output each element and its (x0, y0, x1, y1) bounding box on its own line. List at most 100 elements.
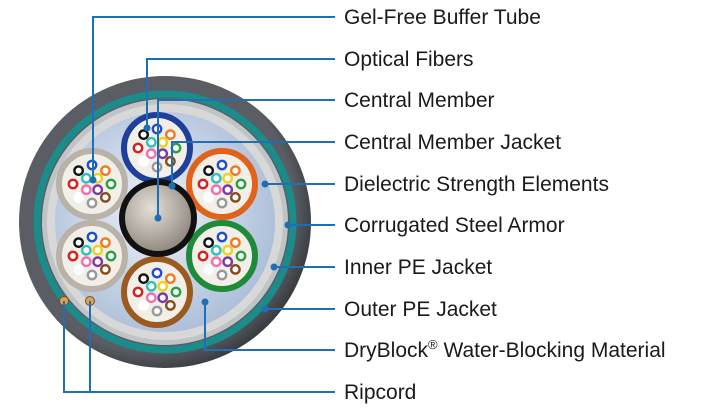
optical-fiber (222, 172, 234, 184)
leader-central-member-jacket (171, 141, 335, 186)
optical-fiber (67, 178, 79, 190)
label-optical-fibers: Optical Fibers (344, 48, 474, 71)
optical-fiber (164, 155, 176, 167)
optical-fiber (210, 256, 222, 268)
optical-fiber (145, 136, 157, 148)
optical-fiber (100, 165, 111, 177)
label-dryblock-name: DryBlock (344, 339, 429, 362)
label-central-member-jacket: Central Member Jacket (344, 131, 561, 154)
optical-fiber (229, 237, 241, 249)
optical-fiber (73, 263, 85, 275)
optical-fiber (100, 263, 111, 275)
optical-fiber (216, 231, 228, 243)
optical-fiber (157, 280, 169, 292)
label-inner-pe-jacket: Inner PE Jacket (344, 256, 492, 279)
label-dryblock-registered: ® (428, 337, 438, 352)
optical-fiber (138, 273, 150, 284)
optical-fiber (73, 237, 85, 249)
optical-fiber (80, 256, 92, 268)
optical-fiber (235, 178, 247, 190)
leader-lines (63, 16, 335, 393)
optical-fiber (100, 237, 111, 249)
leader-dot-dryblock (201, 298, 209, 306)
optical-fiber (235, 250, 247, 262)
optical-fiber (197, 250, 209, 262)
cable-cross-section (19, 76, 311, 368)
optical-fiber (222, 184, 234, 196)
optical-fiber (164, 129, 176, 141)
optical-fiber (203, 191, 215, 203)
label-ripcord: Ripcord (344, 381, 416, 404)
optical-fiber (229, 191, 241, 203)
optical-fiber (151, 305, 163, 317)
optical-fiber (203, 237, 215, 249)
optical-fiber (164, 299, 176, 311)
optical-fiber (222, 244, 234, 256)
optical-fiber (80, 172, 92, 184)
optical-fiber (216, 269, 228, 281)
optical-fiber (197, 178, 209, 190)
optical-fiber (203, 263, 215, 275)
optical-fiber (80, 184, 92, 196)
leader-central-member (157, 99, 335, 218)
optical-fiber (86, 269, 98, 281)
optical-fiber (210, 172, 222, 184)
optical-fiber (210, 184, 222, 196)
optical-fiber (157, 148, 169, 160)
optical-fiber (145, 280, 157, 292)
optical-fiber (105, 178, 117, 190)
optical-fiber (80, 244, 92, 256)
optical-fiber (203, 165, 215, 177)
optical-fiber (157, 136, 169, 148)
optical-fiber (138, 155, 150, 167)
optical-fiber (210, 244, 222, 256)
optical-fiber (67, 250, 79, 262)
label-outer-pe-jacket: Outer PE Jacket (344, 298, 497, 321)
label-dryblock-suffix: Water-Blocking Material (438, 339, 666, 362)
optical-fiber (73, 165, 85, 177)
leader-ripcord (63, 301, 335, 393)
label-central-member: Central Member (344, 89, 495, 112)
optical-fiber (151, 267, 163, 279)
label-dryblock: DryBlock® Water-Blocking Material (344, 337, 666, 362)
label-dielectric-strength-elements: Dielectric Strength Elements (344, 173, 609, 196)
optical-fiber (138, 299, 150, 311)
optical-fiber (86, 231, 98, 243)
callout-labels: Gel-Free Buffer Tube Optical Fibers Cent… (344, 6, 666, 404)
buffer-tubes (56, 112, 258, 328)
optical-fiber (145, 148, 157, 160)
leader-dot-inner-pe-jacket (270, 263, 278, 271)
optical-fiber (229, 165, 241, 177)
leader-dot-dielectric (261, 180, 269, 188)
optical-fiber (86, 197, 98, 209)
leader-gel-free-buffer-tube (92, 16, 335, 180)
optical-fiber (229, 263, 241, 275)
optical-fiber (100, 191, 111, 203)
leader-dot-central-member (154, 214, 162, 222)
optical-fiber (170, 286, 182, 298)
optical-fiber (164, 273, 176, 284)
label-corrugated-steel-armor: Corrugated Steel Armor (344, 214, 565, 237)
leader-dot-optical-fibers (143, 124, 151, 132)
optical-fiber (216, 159, 228, 171)
optical-fiber (132, 142, 144, 154)
leader-dot-buffer-tube (89, 176, 97, 184)
leader-optical-fibers (146, 58, 335, 128)
optical-fiber (216, 197, 228, 209)
leader-dot-outer-pe-jacket (261, 305, 269, 313)
leader-dot-armor (284, 221, 292, 229)
optical-fiber (138, 129, 150, 141)
optical-fiber (73, 191, 85, 203)
leader-dot-central-member-jacket (168, 182, 176, 190)
corrugated-steel-armor (33, 90, 297, 354)
label-gel-free-buffer-tube: Gel-Free Buffer Tube (344, 6, 541, 29)
optical-fiber (92, 244, 104, 256)
optical-fiber (157, 292, 169, 304)
optical-fiber (170, 142, 182, 154)
optical-fiber (105, 250, 117, 262)
leader-dryblock (204, 302, 335, 351)
optical-fiber (92, 256, 104, 268)
optical-fiber (145, 292, 157, 304)
optical-fiber (92, 184, 104, 196)
